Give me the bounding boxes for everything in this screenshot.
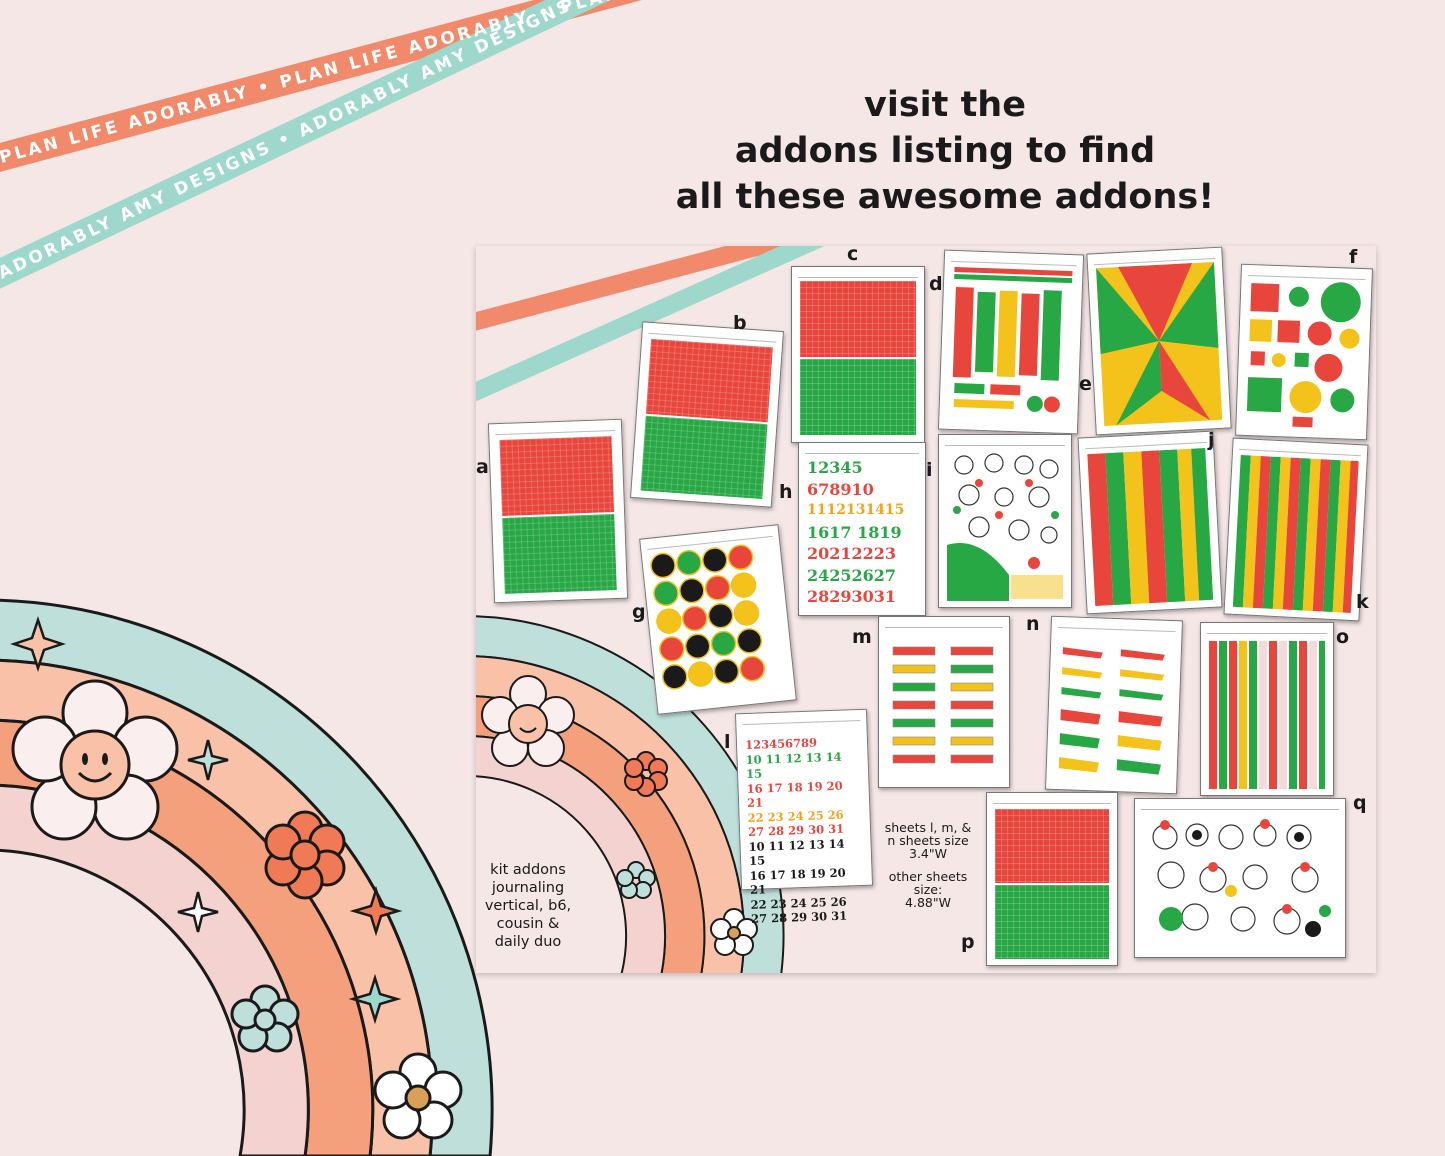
sheet-p xyxy=(986,792,1118,966)
sheet-label-i: i xyxy=(926,459,933,481)
size-note-line-1: sheets l, m, & xyxy=(884,820,972,835)
h-row-4: 1617 1819 xyxy=(807,522,902,542)
sparkle-icon xyxy=(177,891,219,933)
kit-note-line-1: kit addons xyxy=(490,862,566,878)
sheet-c xyxy=(791,266,925,443)
headline-line-3: all these awesome addons! xyxy=(675,177,1215,217)
sheet-b xyxy=(629,321,785,508)
size-note-line-3: 3.4"W xyxy=(909,846,947,861)
sheet-j xyxy=(1077,430,1223,615)
teal-flower-icon xyxy=(230,984,300,1053)
sheet-i xyxy=(938,434,1072,608)
h-row-6: 24252627 xyxy=(807,565,897,585)
sheet-label-a: a xyxy=(476,456,489,478)
addons-preview-panel: a b c d xyxy=(476,246,1376,973)
h-row-2: 678910 xyxy=(807,479,874,499)
sheet-g xyxy=(639,524,797,715)
h-row-5: 20212223 xyxy=(807,544,897,563)
sheet-label-p: p xyxy=(961,931,975,953)
ribbon-banners: PLAN LIFE ADORABLY • PLAN LIFE ADORABLY … xyxy=(0,0,700,289)
l-row-6: 10 11 12 13 14 15 xyxy=(748,836,845,868)
sheet-label-b: b xyxy=(733,312,747,334)
h-row-7: 28293031 xyxy=(807,587,897,606)
panel-decor xyxy=(476,246,825,973)
sheet-label-h: h xyxy=(779,481,793,503)
l-row-7: 16 17 18 19 20 21 xyxy=(749,865,846,897)
sheet-a xyxy=(487,418,629,604)
mini-orange-flower-icon xyxy=(624,751,668,797)
size-note-line-6: 4.88"W xyxy=(905,895,951,910)
white-flower-icon xyxy=(373,1052,463,1140)
headline-line-2: addons listing to find xyxy=(734,131,1156,171)
sheet-q xyxy=(1134,798,1346,958)
headline: visit the addons listing to find all the… xyxy=(640,82,1250,220)
sheet-d xyxy=(937,249,1085,435)
kit-addons-note: kit addons journaling vertical, b6, cous… xyxy=(476,861,580,951)
kit-note-line-3: vertical, b6, xyxy=(484,898,572,914)
sheet-label-l: l xyxy=(724,731,731,753)
sheet-label-g: g xyxy=(632,601,646,623)
sheet-f xyxy=(1235,263,1373,441)
sparkle-icon xyxy=(10,616,66,672)
mini-smiley-flower-icon xyxy=(481,675,575,767)
kit-note-line-5: daily duo xyxy=(494,934,562,950)
orange-flower-icon xyxy=(264,810,346,900)
sheet-label-q: q xyxy=(1353,792,1367,814)
sheet-label-j: j xyxy=(1208,429,1215,451)
sheet-n xyxy=(1045,615,1183,795)
sheet-label-m: m xyxy=(852,626,872,648)
size-note: sheets l, m, & n sheets size 3.4"W other… xyxy=(878,821,978,909)
sheet-k xyxy=(1223,437,1369,622)
mini-teal-flower-icon xyxy=(616,861,656,899)
sheet-h: 12345 678910 1112131415 1617 1819 202122… xyxy=(798,442,926,616)
size-note-line-4: other sheets xyxy=(888,869,968,884)
sheet-label-e: e xyxy=(1079,373,1092,395)
rainbow-illustration xyxy=(0,598,494,1156)
headline-line-1: visit the xyxy=(864,85,1026,125)
kit-note-line-2: journaling xyxy=(491,880,565,896)
sheet-label-d: d xyxy=(929,273,943,295)
sparkle-icon xyxy=(348,973,402,1025)
l-row-2: 10 11 12 13 14 15 xyxy=(745,749,842,782)
l-row-3: 16 17 18 19 20 21 xyxy=(746,778,843,810)
sparkle-icon xyxy=(349,885,403,937)
sheet-label-f: f xyxy=(1349,246,1358,268)
size-note-line-2: n sheets size xyxy=(887,833,969,848)
sheet-label-o: o xyxy=(1336,626,1350,648)
mini-white-flower-icon xyxy=(710,908,758,956)
sheet-m xyxy=(878,616,1010,788)
smiley-flower-icon xyxy=(11,679,179,841)
kit-note-line-4: cousin & xyxy=(496,916,560,932)
sheet-label-c: c xyxy=(847,246,859,265)
sheet-label-n: n xyxy=(1026,613,1040,635)
sheet-label-k: k xyxy=(1356,591,1369,613)
sparkle-icon xyxy=(187,739,229,781)
h-row-3: 1112131415 xyxy=(807,502,905,518)
size-note-line-5: size: xyxy=(913,882,943,897)
sheet-e xyxy=(1086,246,1232,436)
h-row-1: 12345 xyxy=(807,458,863,477)
sheet-l: 123456789 10 11 12 13 14 15 16 17 18 19 … xyxy=(734,708,874,926)
sheet-o xyxy=(1200,622,1334,796)
